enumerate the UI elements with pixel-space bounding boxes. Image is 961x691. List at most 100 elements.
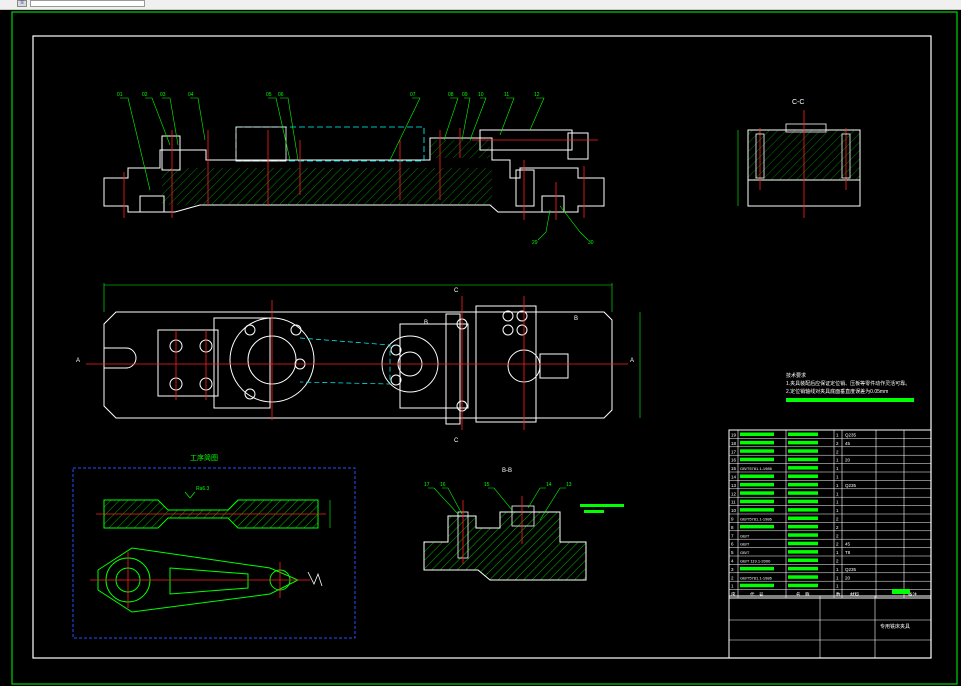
section-cc-view: C-C xyxy=(737,99,861,218)
bom-row-qty: 2 xyxy=(836,517,839,522)
bom-row-code: GB/T xyxy=(740,542,750,547)
svg-text:16: 16 xyxy=(440,482,446,488)
svg-text:08: 08 xyxy=(448,92,454,98)
bom-row-qty: 2 xyxy=(836,542,839,547)
bom-row-qty: 1 xyxy=(836,567,839,572)
bom-row-qty: 1 xyxy=(836,433,839,438)
svg-text:B-B: B-B xyxy=(502,468,512,474)
bom-row-mat: 20 xyxy=(845,575,851,580)
bom-row-mat: Q235 xyxy=(845,483,857,488)
svg-text:17: 17 xyxy=(424,482,430,488)
bom-row-no: 11 xyxy=(731,500,736,505)
bom-row-no: 1 xyxy=(731,584,734,589)
bom-row-code: GB/T5781.1-1986 xyxy=(740,517,773,522)
svg-text:30: 30 xyxy=(588,240,594,246)
bom-row-no: 18 xyxy=(731,441,737,446)
bom-row-no: 17 xyxy=(731,449,737,454)
bom-row-qty: 1 xyxy=(836,508,839,513)
bom-row-qty: 2 xyxy=(836,441,839,446)
svg-text:B: B xyxy=(424,320,428,326)
section-cc-label: C-C xyxy=(792,99,804,106)
svg-text:A: A xyxy=(630,358,634,364)
bom-row-code: GB/T 119.1-2000 xyxy=(740,559,771,564)
bom-row-qty: 2 xyxy=(836,525,839,530)
bom-row-no: 8 xyxy=(731,525,734,530)
bom-row-no: 2 xyxy=(731,575,734,580)
bom-row-qty: 1 xyxy=(836,575,839,580)
bom-row-code: GB/T5781.1-1986 xyxy=(740,466,773,471)
bom-row-code: GB/T5781.1-1986 xyxy=(740,575,773,580)
svg-text:04: 04 xyxy=(188,92,194,98)
bom-header-cell: 材料 xyxy=(850,591,859,598)
bom-row-code: GB/T xyxy=(740,550,750,555)
svg-text:11: 11 xyxy=(504,92,509,98)
bom-row-qty: 1 xyxy=(836,584,839,589)
bom-row-no: 12 xyxy=(731,491,737,496)
plan-view: A A C C B B 技术要求 1.夹具装配后应保证定位销、压板等零件动作灵活… xyxy=(76,283,914,444)
bom-header-cell: 序 xyxy=(731,591,736,598)
svg-text:14: 14 xyxy=(546,482,552,488)
bom-row-qty: 1 xyxy=(836,475,839,480)
bom-row-no: 4 xyxy=(731,559,734,564)
svg-text:Ra6.3: Ra6.3 xyxy=(196,486,210,492)
bom-row-no: 3 xyxy=(731,567,734,572)
svg-text:A: A xyxy=(76,358,80,364)
bom-row-qty: 2 xyxy=(836,533,839,538)
process-title: 工序简图 xyxy=(190,453,218,462)
drawing-name: 专用铣床夹具 xyxy=(880,623,910,630)
process-sketch: 工序简图 Ra6.3 xyxy=(72,453,356,639)
svg-text:07: 07 xyxy=(410,92,416,98)
front-section-view: 01 02 03 04 05 06 07 08 09 10 11 12 29 3… xyxy=(103,92,605,246)
bom-row-mat: 45 xyxy=(845,441,851,446)
bom-header-cell: 代 号 xyxy=(750,591,764,598)
bom-row-no: 19 xyxy=(731,433,737,438)
bom-row-mat: 20 xyxy=(845,458,851,463)
bom-row-mat: 45 xyxy=(845,542,851,547)
svg-text:C: C xyxy=(454,288,459,294)
svg-text:13: 13 xyxy=(566,482,572,488)
outer-sheet-border xyxy=(11,11,958,685)
tech-req-line-2: 2.定位销轴线对夹具底面垂直度误差为0.05mm xyxy=(786,388,888,395)
bom-row-mat: Q235 xyxy=(845,433,857,438)
tech-req-title: 技术要求 xyxy=(786,372,806,379)
svg-text:09: 09 xyxy=(462,92,468,98)
svg-text:C: C xyxy=(454,438,459,444)
svg-text:01: 01 xyxy=(117,92,123,98)
bom-row-no: 5 xyxy=(731,550,734,555)
svg-text:02: 02 xyxy=(142,92,148,98)
svg-text:05: 05 xyxy=(266,92,272,98)
bom-row-no: 6 xyxy=(731,542,734,547)
svg-text:29: 29 xyxy=(532,240,538,246)
bom-row-qty: 1 xyxy=(836,491,839,496)
bom-row-qty: 1 xyxy=(836,458,839,463)
inner-frame-border xyxy=(32,35,932,659)
layer-icon[interactable]: ≡ xyxy=(17,0,27,7)
layer-dropdown[interactable] xyxy=(30,0,145,7)
bom-row-no: 7 xyxy=(731,533,734,538)
bom-row-mat: Q235 xyxy=(845,567,857,572)
bom-row-mat: T8 xyxy=(845,550,851,555)
bom-row-qty: 2 xyxy=(836,449,839,454)
bom-header-cell: 名 称 xyxy=(796,591,810,598)
bom-row-code: GB/T xyxy=(740,533,750,538)
svg-text:03: 03 xyxy=(160,92,166,98)
svg-text:12: 12 xyxy=(534,92,540,98)
bom-row-qty: 2 xyxy=(836,559,839,564)
cad-drawing-canvas[interactable]: 01 02 03 04 05 06 07 08 09 10 11 12 29 3… xyxy=(0,10,961,686)
svg-text:06: 06 xyxy=(278,92,284,98)
svg-text:B: B xyxy=(574,316,578,322)
tech-req-line-1: 1.夹具装配后应保证定位销、压板等零件动作灵活可靠。 xyxy=(786,380,910,387)
bom-row-no: 14 xyxy=(731,475,737,480)
bom-row-no: 15 xyxy=(731,466,737,471)
bom-row-qty: 1 xyxy=(836,483,839,488)
bom-row-no: 13 xyxy=(731,483,737,488)
bom-header-cell: 数 xyxy=(836,591,841,598)
svg-text:15: 15 xyxy=(484,482,490,488)
section-bb-view: B-B 17 16 15 14 13 xyxy=(423,468,624,581)
bom-row-no: 9 xyxy=(731,517,734,522)
svg-text:10: 10 xyxy=(478,92,484,98)
bom-header-cell: 备注 xyxy=(908,591,917,598)
title-block: 专用铣床夹具 xyxy=(728,589,932,659)
bom-row-qty: 1 xyxy=(836,466,839,471)
